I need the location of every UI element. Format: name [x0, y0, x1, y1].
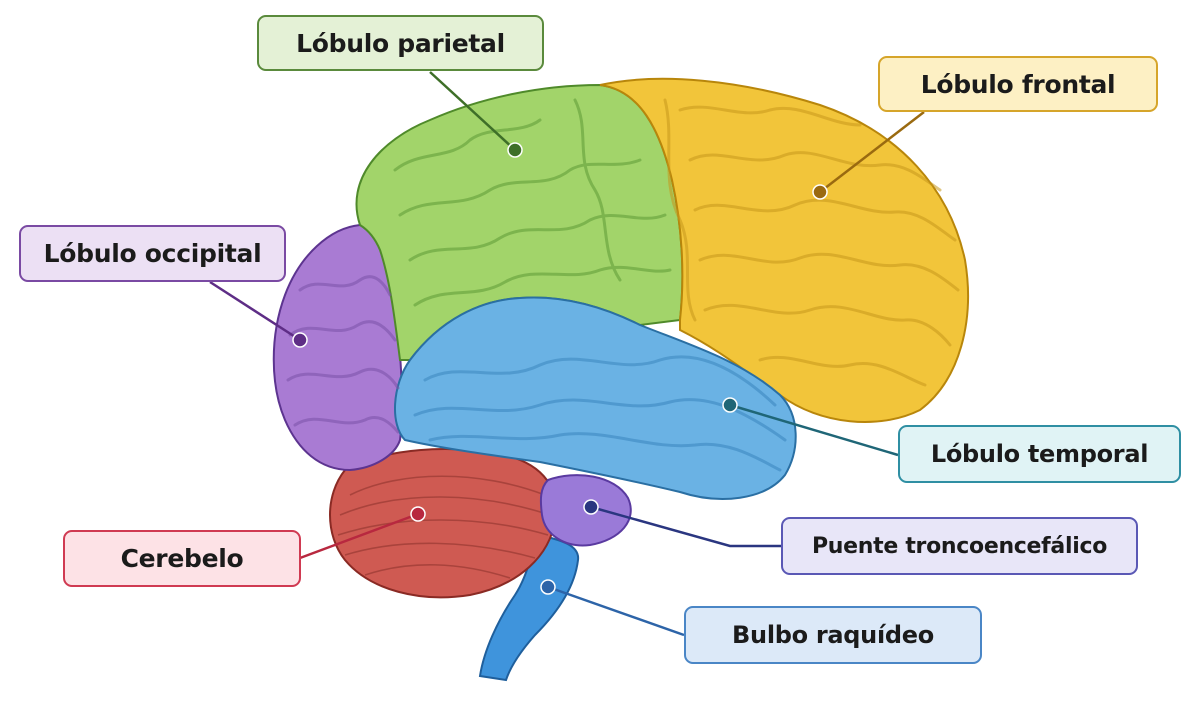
parietal-gyri: [393, 98, 672, 307]
dot-bulbo: [540, 579, 556, 595]
occipital-gyri: [286, 275, 400, 434]
leader-puente: [590, 505, 781, 548]
label-lobulo-temporal: Lóbulo temporal: [898, 425, 1181, 483]
dot-cerebelo: [410, 506, 426, 522]
dot-puente: [583, 499, 599, 515]
leader-dots: [292, 142, 828, 595]
label-cerebelo: Cerebelo: [63, 530, 301, 587]
leader-frontal: [819, 111, 925, 193]
label-puente: Puente troncoencefálico: [781, 517, 1138, 575]
leader-parietal: [429, 71, 516, 151]
label-lobulo-occipital: Lóbulo occipital: [19, 225, 286, 282]
leader-bulbo: [547, 585, 685, 637]
dot-occipital: [292, 332, 308, 348]
leader-lines: [209, 71, 925, 637]
dot-temporal: [722, 397, 738, 413]
label-lobulo-parietal: Lóbulo parietal: [257, 15, 544, 71]
frontal-gyri: [663, 98, 960, 387]
dot-parietal: [507, 142, 523, 158]
leader-occipital: [209, 280, 301, 342]
label-lobulo-frontal: Lóbulo frontal: [878, 56, 1158, 112]
cerebelo-folia: [337, 475, 551, 579]
cerebelo-region: [329, 448, 557, 599]
label-bulbo-raquideo: Bulbo raquídeo: [684, 606, 982, 664]
dot-frontal: [812, 184, 828, 200]
leader-temporal: [729, 403, 899, 457]
temporal-region: [394, 296, 797, 500]
bulbo-region: [478, 533, 580, 682]
leader-cerebelo: [299, 512, 419, 560]
